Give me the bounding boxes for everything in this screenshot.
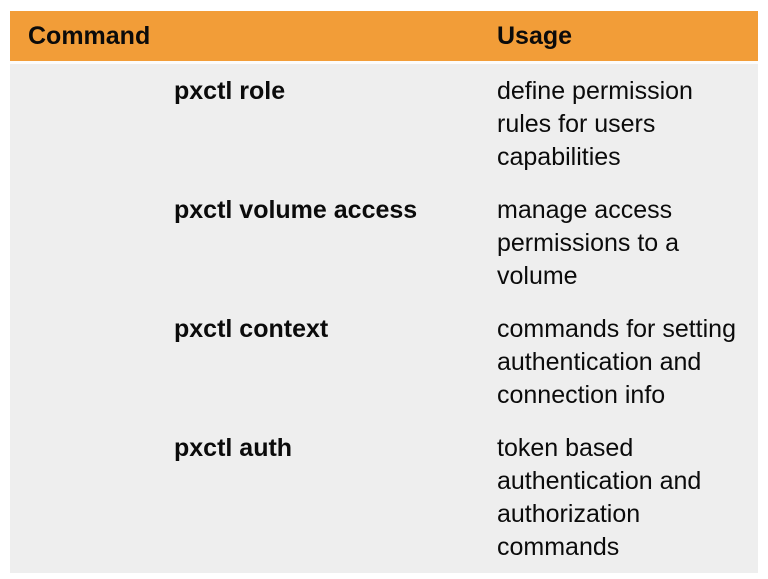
usage-cell: define permission rules for users capabi… xyxy=(497,77,693,171)
table-row: pxctl auth token based authentication an… xyxy=(10,421,758,573)
table-row: pxctl role define permission rules for u… xyxy=(10,64,758,183)
command-cell: pxctl auth xyxy=(174,434,293,462)
column-header-usage: Usage xyxy=(497,21,573,50)
usage-cell: token based authentication and authoriza… xyxy=(497,434,702,561)
table-row: pxctl volume access manage access permis… xyxy=(10,183,758,302)
table-body: pxctl role define permission rules for u… xyxy=(10,64,758,573)
usage-cell: manage access permissions to a volume xyxy=(497,196,680,290)
command-cell: pxctl volume access xyxy=(174,196,418,224)
usage-cell: commands for setting authentication and … xyxy=(497,315,736,409)
command-cell: pxctl context xyxy=(174,315,329,343)
table-row: pxctl context commands for setting authe… xyxy=(10,302,758,421)
command-cell: pxctl role xyxy=(174,77,286,105)
table-header-row: Command Usage xyxy=(10,11,758,64)
column-header-command: Command xyxy=(28,21,151,50)
command-usage-table: Command Usage pxctl role define permissi… xyxy=(10,11,758,573)
